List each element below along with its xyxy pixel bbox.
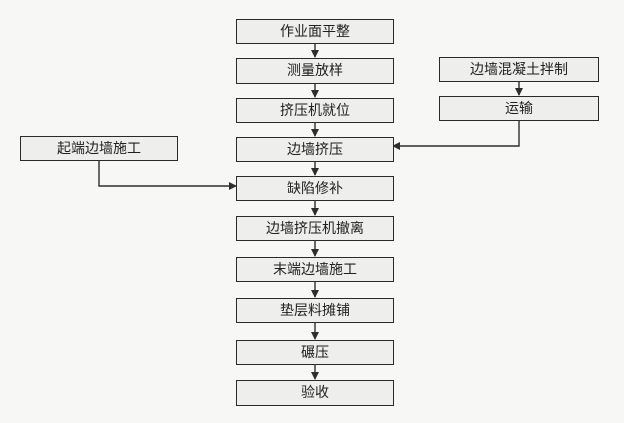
step-work-surface-leveling: 作业面平整 (236, 19, 394, 44)
arrow-transport-to-extrusion (392, 121, 520, 150)
step-acceptance: 验收 (236, 380, 394, 406)
step-extruder-withdrawal: 边墙挤压机撤离 (236, 216, 394, 241)
step-extruder-positioning: 挤压机就位 (236, 98, 394, 123)
step-end-wall-construction: 末端边墙施工 (236, 257, 394, 282)
step-concrete-mixing: 边墙混凝土拌制 (439, 57, 599, 82)
step-defect-repair: 缺陷修补 (236, 176, 394, 201)
step-side-wall-extrusion: 边墙挤压 (236, 137, 394, 162)
arrow-start-wall-to-repair (98, 161, 237, 190)
step-cushion-spreading: 垫层料摊铺 (236, 298, 394, 323)
step-start-wall-construction: 起端边墙施工 (20, 136, 178, 161)
step-transport: 运输 (439, 96, 599, 121)
step-compaction: 碾压 (236, 340, 394, 365)
step-survey-layout: 测量放样 (236, 58, 394, 84)
